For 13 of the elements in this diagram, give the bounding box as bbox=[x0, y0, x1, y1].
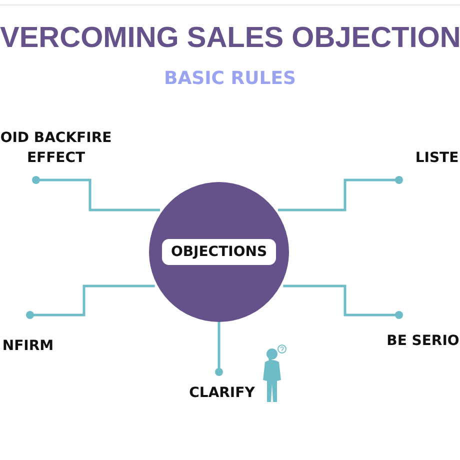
connector-line bbox=[278, 176, 403, 212]
hub-label: OBJECTIONS bbox=[162, 239, 276, 265]
rule-label: BE SERIO bbox=[386, 331, 460, 352]
title: VERCOMING SALES OBJECTION bbox=[0, 22, 460, 55]
rule-label: CLARIFY bbox=[186, 383, 258, 404]
rule-label: OID BACKFIRE EFFECT bbox=[0, 128, 112, 169]
rule-label: NFIRM bbox=[0, 336, 56, 356]
connector-line bbox=[283, 284, 403, 319]
connector-line bbox=[215, 320, 223, 376]
subtitle: BASIC RULES bbox=[163, 68, 297, 89]
connector-line bbox=[32, 176, 160, 212]
connector-line bbox=[26, 284, 155, 319]
rule-label: LISTE bbox=[414, 148, 460, 168]
